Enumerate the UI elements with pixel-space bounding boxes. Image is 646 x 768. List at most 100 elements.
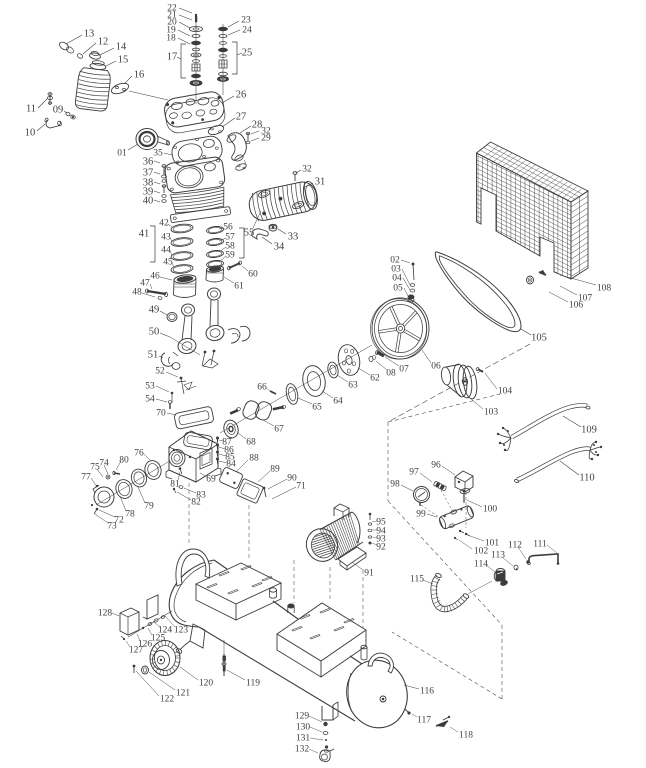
svg-text:66: 66 — [257, 382, 267, 392]
svg-text:39: 39 — [143, 187, 154, 198]
svg-text:72: 72 — [114, 515, 124, 525]
svg-text:49: 49 — [149, 305, 160, 316]
svg-text:86: 86 — [224, 445, 234, 455]
svg-text:109: 109 — [581, 425, 597, 436]
svg-text:116: 116 — [420, 686, 434, 696]
svg-text:75: 75 — [90, 462, 100, 472]
svg-text:96: 96 — [431, 460, 441, 470]
svg-text:55: 55 — [244, 228, 255, 239]
svg-text:52: 52 — [155, 366, 165, 376]
svg-text:67: 67 — [274, 424, 284, 434]
svg-text:15: 15 — [118, 55, 129, 66]
svg-text:35: 35 — [153, 148, 163, 158]
svg-text:118: 118 — [459, 730, 473, 740]
svg-text:107: 107 — [578, 293, 593, 303]
svg-text:85: 85 — [225, 452, 235, 462]
svg-text:113: 113 — [491, 550, 505, 560]
svg-text:10: 10 — [25, 128, 36, 139]
svg-text:28: 28 — [252, 120, 263, 131]
svg-text:60: 60 — [248, 269, 258, 279]
svg-text:56: 56 — [223, 222, 233, 232]
svg-text:02: 02 — [390, 255, 400, 265]
svg-text:23: 23 — [241, 15, 251, 25]
svg-text:06: 06 — [431, 361, 441, 371]
svg-text:58: 58 — [225, 241, 235, 251]
svg-text:64: 64 — [333, 396, 343, 406]
svg-text:69: 69 — [206, 474, 216, 484]
svg-text:25: 25 — [242, 48, 253, 59]
svg-text:92: 92 — [376, 542, 386, 552]
svg-text:123: 123 — [174, 625, 189, 635]
svg-text:124: 124 — [158, 625, 173, 635]
svg-text:22: 22 — [167, 3, 177, 13]
svg-text:19: 19 — [166, 25, 176, 35]
svg-text:89: 89 — [270, 464, 280, 474]
svg-text:121: 121 — [176, 688, 191, 698]
svg-text:130: 130 — [296, 722, 311, 732]
svg-text:42: 42 — [159, 218, 169, 228]
svg-text:79: 79 — [144, 501, 154, 511]
svg-text:05: 05 — [393, 283, 403, 293]
svg-text:73: 73 — [107, 521, 117, 531]
svg-text:41: 41 — [139, 229, 150, 240]
svg-text:122: 122 — [160, 694, 175, 704]
svg-text:43: 43 — [161, 232, 171, 242]
svg-text:83: 83 — [196, 490, 206, 500]
svg-text:61: 61 — [234, 281, 244, 291]
svg-text:37: 37 — [143, 168, 154, 179]
svg-text:97: 97 — [409, 467, 419, 477]
svg-text:119: 119 — [246, 678, 260, 688]
svg-text:32: 32 — [302, 164, 312, 174]
svg-text:59: 59 — [225, 250, 235, 260]
svg-text:80: 80 — [119, 455, 129, 465]
svg-text:106: 106 — [569, 300, 584, 310]
svg-text:57: 57 — [225, 232, 235, 242]
svg-text:68: 68 — [246, 437, 256, 447]
svg-text:115: 115 — [410, 574, 424, 584]
svg-text:29: 29 — [261, 133, 271, 143]
svg-text:33: 33 — [288, 232, 299, 243]
svg-text:93: 93 — [376, 534, 386, 544]
svg-text:12: 12 — [98, 37, 109, 48]
svg-text:81: 81 — [170, 479, 180, 489]
svg-text:131: 131 — [296, 733, 311, 743]
svg-text:126: 126 — [138, 639, 153, 649]
svg-text:17: 17 — [167, 52, 178, 63]
svg-text:129: 129 — [295, 711, 310, 721]
svg-text:09: 09 — [53, 105, 64, 116]
svg-text:32: 32 — [261, 126, 271, 136]
svg-text:88: 88 — [249, 453, 259, 463]
svg-text:100: 100 — [483, 504, 498, 514]
svg-text:103: 103 — [484, 407, 499, 417]
svg-text:71: 71 — [296, 481, 306, 491]
svg-text:44: 44 — [161, 245, 171, 255]
svg-text:18: 18 — [166, 33, 176, 43]
svg-text:38: 38 — [143, 178, 154, 189]
svg-text:31: 31 — [315, 177, 326, 188]
svg-text:20: 20 — [167, 17, 177, 27]
svg-text:34: 34 — [274, 242, 285, 253]
svg-text:47: 47 — [140, 278, 150, 288]
svg-text:104: 104 — [498, 386, 513, 396]
svg-text:82: 82 — [191, 497, 201, 507]
svg-text:08: 08 — [386, 368, 396, 378]
svg-text:95: 95 — [376, 517, 386, 527]
svg-text:27: 27 — [236, 112, 247, 123]
svg-text:45: 45 — [163, 257, 173, 267]
svg-text:84: 84 — [226, 459, 236, 469]
svg-text:117: 117 — [417, 715, 431, 725]
svg-text:63: 63 — [348, 380, 358, 390]
svg-text:77: 77 — [81, 472, 91, 482]
svg-text:11: 11 — [26, 104, 36, 115]
svg-text:120: 120 — [199, 678, 214, 688]
svg-text:111: 111 — [533, 539, 547, 549]
svg-text:48: 48 — [132, 287, 142, 297]
svg-text:54: 54 — [145, 394, 155, 404]
svg-text:24: 24 — [242, 25, 252, 35]
svg-text:36: 36 — [143, 157, 154, 168]
svg-text:99: 99 — [416, 509, 426, 519]
svg-text:91: 91 — [364, 568, 374, 578]
svg-text:78: 78 — [125, 509, 135, 519]
svg-text:74: 74 — [99, 458, 109, 468]
svg-text:90: 90 — [287, 473, 297, 483]
